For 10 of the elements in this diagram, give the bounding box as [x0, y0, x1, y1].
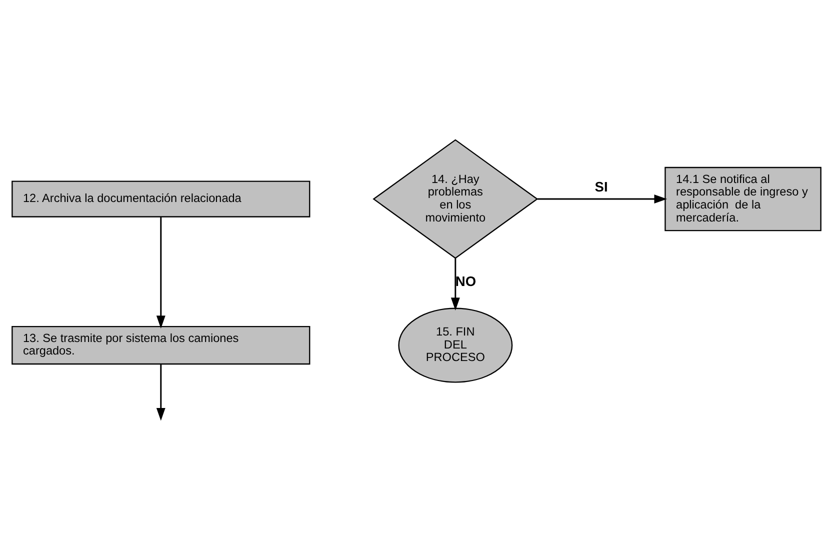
edge-label: NO	[455, 274, 476, 289]
arrow	[450, 258, 460, 310]
node-box: 14.1 Se notifica al responsable de ingreso y aplicación de la mercadería.	[664, 166, 822, 232]
node-box: 13. Se trasmite por sistema los camiones cargados.	[12, 326, 310, 365]
arrow	[537, 194, 668, 204]
edge-label: SI	[594, 179, 608, 194]
node-diamond: 14. ¿Hay problemas en los movimiento	[372, 139, 538, 259]
node-box: 12. Archiva la documentación relacionada	[12, 180, 310, 218]
node-ellipse: 15. FIN DEL PROCESO	[398, 308, 513, 383]
arrow	[156, 216, 166, 328]
